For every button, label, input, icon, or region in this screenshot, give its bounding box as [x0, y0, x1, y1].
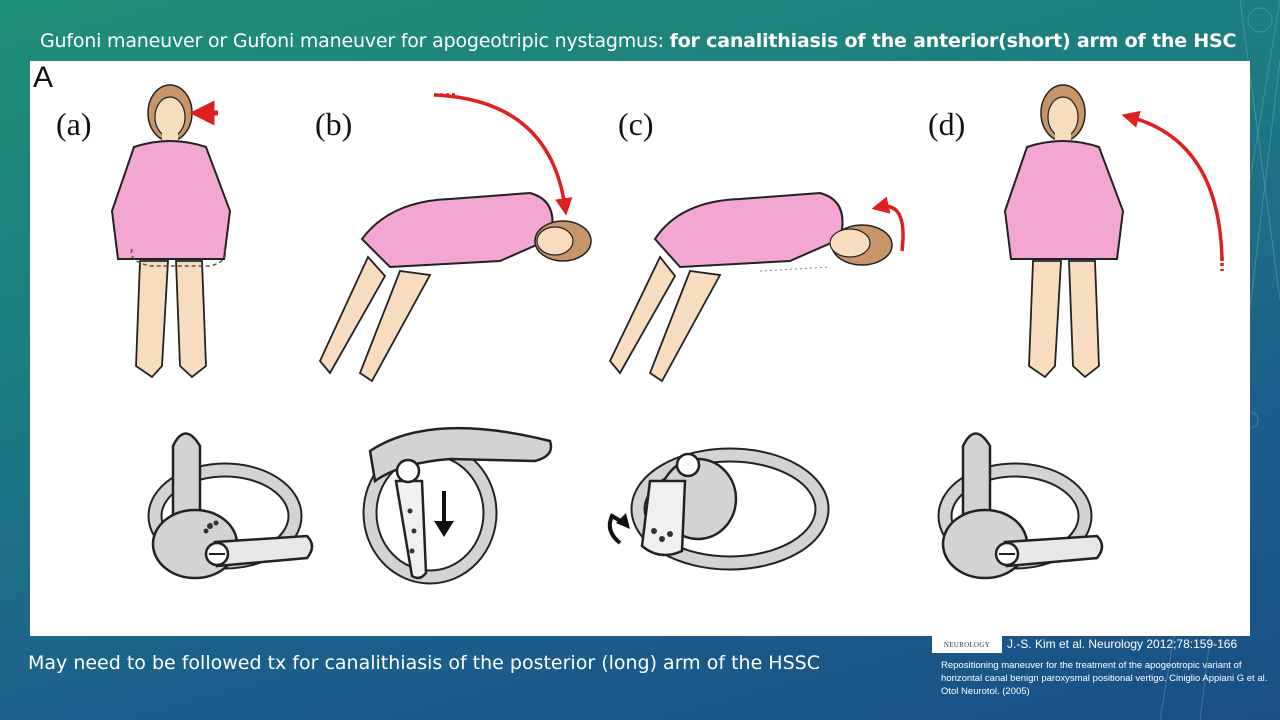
- figure-lying-c: [608, 191, 905, 383]
- footer-note: May need to be followed tx for canalithi…: [28, 652, 820, 674]
- figure-seated-d: [1003, 84, 1224, 379]
- figure-seated-a: [110, 84, 232, 379]
- neurology-logo: NEUROLOGY: [932, 636, 1002, 653]
- gufoni-diagram: A (a) (b) (c) (d): [33, 61, 1224, 636]
- title-bold: for canalithiasis of the anterior(short)…: [669, 30, 1237, 52]
- panel-label: A: [33, 61, 53, 94]
- step-label-a: (a): [56, 106, 92, 142]
- step-label-b: (b): [315, 106, 352, 142]
- step-label-d: (d): [928, 106, 965, 142]
- logo-text: NEUROLOGY: [943, 640, 991, 649]
- figure-lying-b: [318, 93, 592, 383]
- citation-appiani: Repositioning maneuver for the treatment…: [941, 660, 1268, 697]
- title-normal: Gufoni maneuver or Gufoni maneuver for a…: [40, 30, 670, 52]
- slide-title: Gufoni maneuver or Gufoni maneuver for a…: [40, 30, 1236, 52]
- canal-diagram-b: [362, 426, 553, 585]
- figure-panel: A (a) (b) (c) (d): [30, 61, 1250, 636]
- step-label-c: (c): [618, 106, 654, 142]
- canal-diagram-a: [153, 434, 312, 579]
- citation-kim: J.-S. Kim et al. Neurology 2012;78:159-1…: [1007, 637, 1238, 651]
- canal-diagram-d: [943, 434, 1102, 579]
- canal-diagram-c: [607, 447, 830, 571]
